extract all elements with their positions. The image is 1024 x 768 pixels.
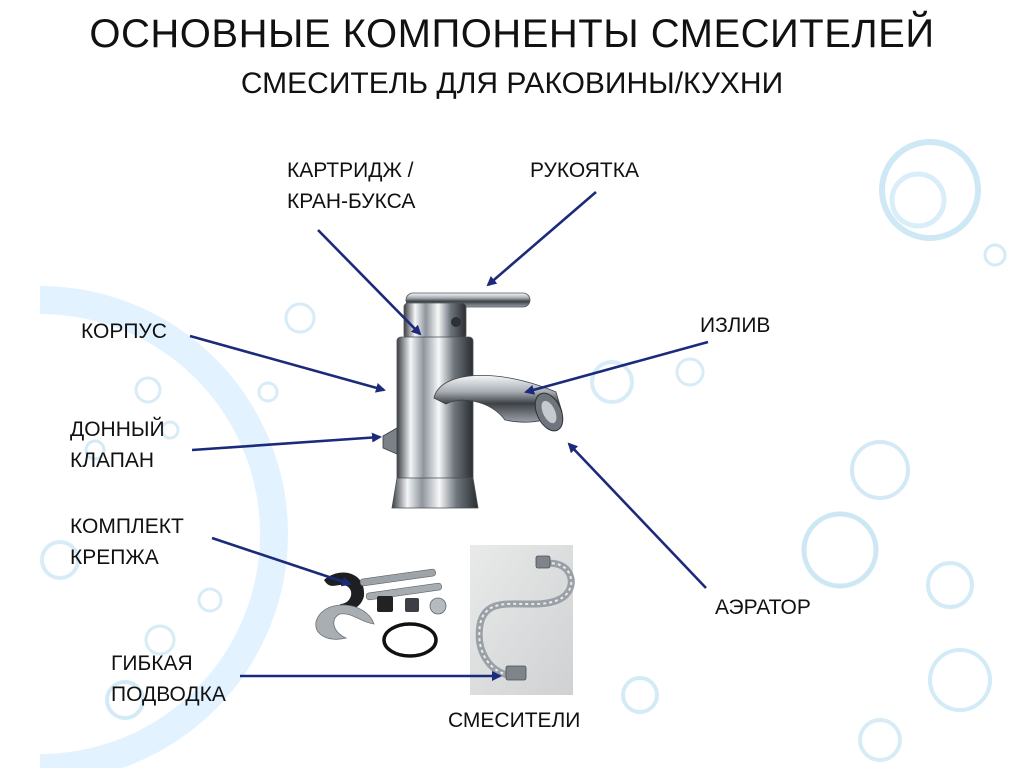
bubble xyxy=(144,624,176,656)
arrow-body xyxy=(189,334,386,393)
bubble xyxy=(889,171,947,229)
label-cartridge-line1: КАРТРИДЖ / xyxy=(287,159,414,182)
label-bottom-valve: ДОННЫЙ КЛАПАН xyxy=(70,414,165,476)
caption-mixers: СМЕСИТЕЛИ xyxy=(448,709,581,732)
page-title: ОСНОВНЫЕ КОМПОНЕНТЫ СМЕСИТЕЛЕЙ xyxy=(89,12,935,56)
mounting-stud xyxy=(359,568,436,587)
label-bottom-valve-line1: ДОННЫЙ xyxy=(70,418,165,441)
bubble xyxy=(928,648,992,712)
label-mounting-kit-line1: КОМПЛЕКТ xyxy=(70,515,184,538)
hose-fitting xyxy=(505,665,527,681)
arrow-mounting-kit xyxy=(211,536,352,587)
bubble xyxy=(84,439,106,461)
bubble xyxy=(983,243,1007,267)
label-flexible-hose: ГИБКАЯ ПОДВОДКА xyxy=(111,648,226,710)
label-body: КОРПУС xyxy=(81,320,167,343)
bubble xyxy=(134,376,162,404)
label-mounting-kit: КОМПЛЕКТ КРЕПЖА xyxy=(70,511,184,573)
mounting-stud xyxy=(365,582,442,601)
bubble xyxy=(590,360,634,404)
label-flexible-hose-line2: ПОДВОДКА xyxy=(111,683,226,706)
callout-arrows xyxy=(189,191,709,681)
bubble xyxy=(850,440,910,500)
label-mounting-kit-line2: КРЕПЖА xyxy=(70,546,159,569)
background-bubbles xyxy=(39,139,1007,768)
mounting-nut xyxy=(377,596,393,612)
bottom-valve-knob xyxy=(382,427,398,455)
label-flexible-hose-line1: ГИБКАЯ xyxy=(111,652,193,675)
arrow-cartridge xyxy=(317,229,422,336)
mounting-nut xyxy=(405,598,419,612)
horseshoe-washer-metal xyxy=(315,604,375,640)
mounting-nut xyxy=(429,597,447,615)
bubble xyxy=(621,676,659,714)
page-subtitle: СМЕСИТЕЛЬ ДЛЯ РАКОВИНЫ/КУХНИ xyxy=(240,67,784,100)
mounting-kit-illustration xyxy=(315,568,447,658)
faucet-body xyxy=(396,336,474,482)
faucet-base xyxy=(391,477,479,509)
label-handle: РУКОЯТКА xyxy=(530,159,639,182)
bubble xyxy=(40,540,80,580)
bubble xyxy=(105,680,145,720)
bubble xyxy=(801,511,879,589)
flexible-hose-photo xyxy=(470,545,575,695)
label-spout: ИЗЛИВ xyxy=(700,314,771,337)
label-cartridge-line2: КРАН-БУКСА xyxy=(287,190,416,213)
bubble xyxy=(675,357,705,387)
arrow-spout xyxy=(524,340,709,395)
arrow-aerator xyxy=(567,442,707,589)
bubble xyxy=(926,561,974,609)
bubble xyxy=(197,587,223,613)
hose-fitting xyxy=(535,555,551,569)
bubble xyxy=(257,381,279,403)
bubble xyxy=(160,420,180,440)
arrow-bottom-valve xyxy=(191,432,382,452)
label-cartridge: КАРТРИДЖ / КРАН-БУКСА xyxy=(287,155,415,217)
label-bottom-valve-line2: КЛАПАН xyxy=(70,449,155,472)
bubble xyxy=(858,718,902,762)
o-ring xyxy=(382,622,438,658)
horseshoe-washer-black xyxy=(324,572,365,610)
bubble xyxy=(284,302,316,334)
arrow-handle xyxy=(486,191,597,287)
label-aerator: АЭРАТОР xyxy=(715,596,811,619)
big-arc-left xyxy=(39,286,288,768)
bubble xyxy=(879,139,981,241)
